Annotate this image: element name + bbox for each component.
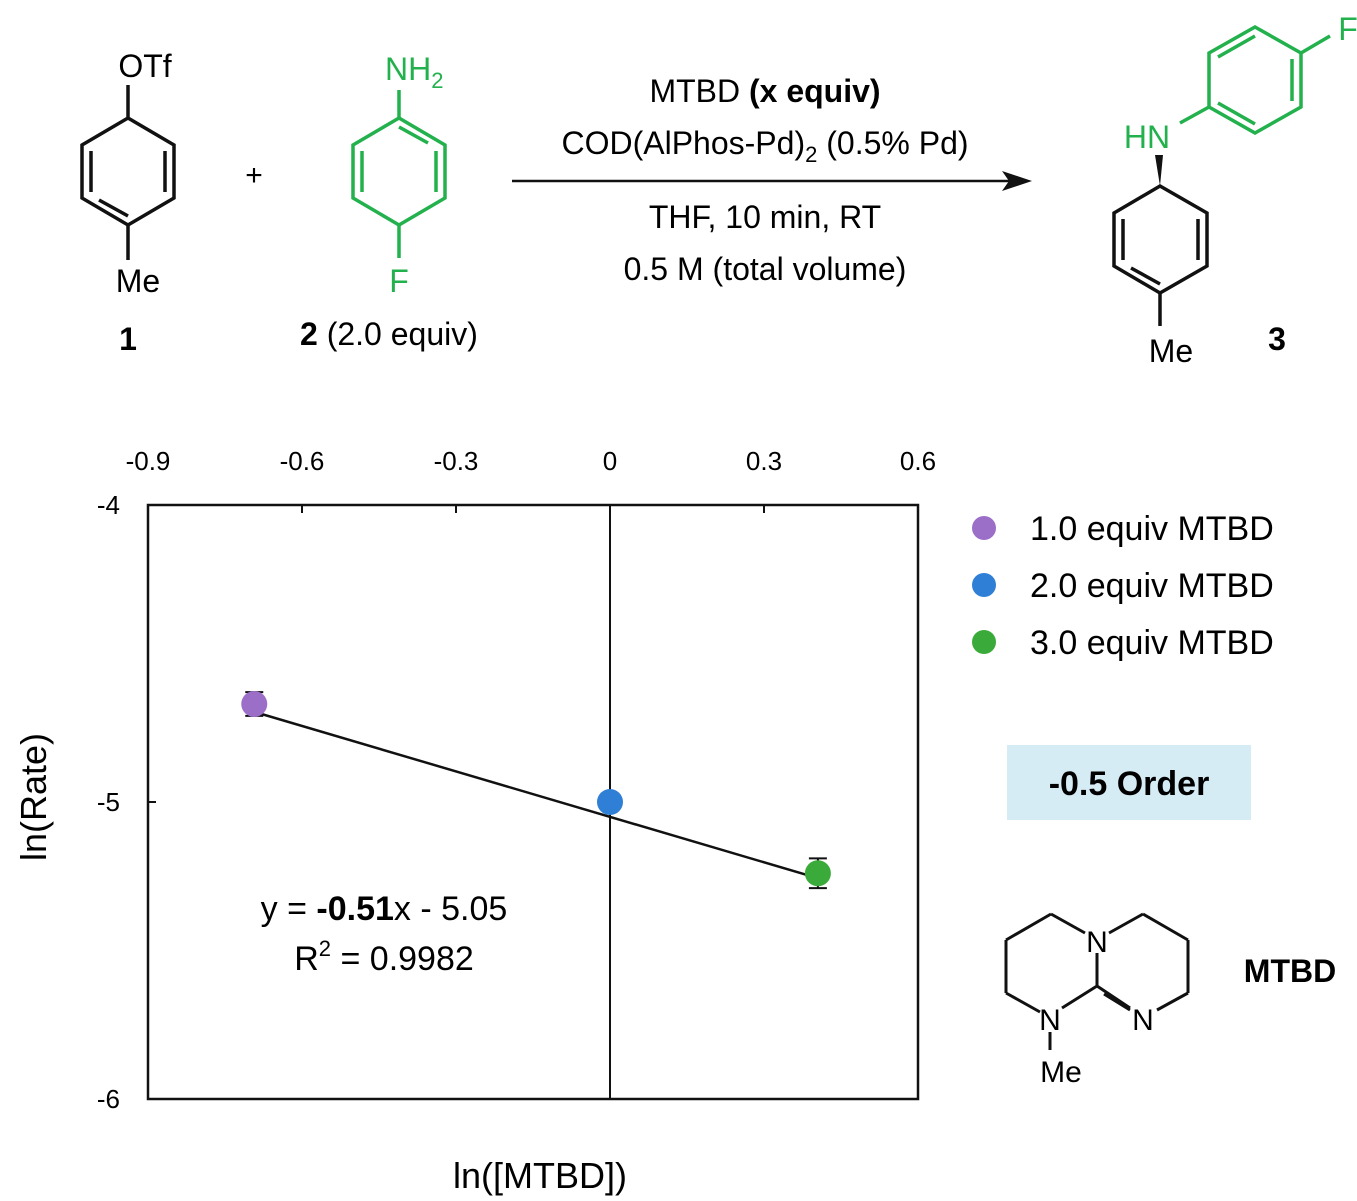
conditions-line-2: COD(AlPhos-Pd)2 (0.5% Pd)	[561, 125, 968, 167]
legend: 1.0 equiv MTBD 2.0 equiv MTBD 3.0 equiv MT…	[972, 510, 1274, 662]
mtbd-n-bottom-left: N	[1039, 1004, 1061, 1037]
conditions-line-3: THF, 10 min, RT	[649, 199, 881, 235]
reaction-scheme: OTf Me 1 + NH2 F 2 (2.0 equiv) MTBD (x e…	[80, 11, 1357, 369]
legend-marker	[972, 573, 996, 597]
conditions-catalyst: COD(AlPhos-Pd)	[561, 125, 805, 161]
conditions-line-4: 0.5 M (total volume)	[624, 251, 907, 287]
mtbd-bonds	[1004, 912, 1190, 1050]
reactant-2-f-label: F	[389, 263, 409, 299]
reactant-1-otf-label: OTf	[118, 48, 171, 84]
product-hn-label: HN	[1124, 119, 1170, 155]
fit-eq-prefix: y =	[261, 890, 317, 928]
conditions-catalyst-subscript: 2	[805, 142, 817, 167]
mtbd-structure: N N N Me MTBD	[1004, 912, 1336, 1089]
y-axis-label: ln(Rate)	[13, 733, 54, 861]
fit-equation: y = -0.51x - 5.05	[261, 890, 508, 928]
reactant-2-nh-subscript: 2	[431, 68, 443, 93]
reactant-2-equiv: (2.0 equiv)	[327, 316, 478, 352]
reactant-2-caption: 2 (2.0 equiv)	[300, 316, 478, 352]
chart: -0.9 -0.6 -0.3 0 0.3 0.6 -4 -5 -6 y = -0.51x - …	[13, 446, 1274, 1196]
order-label: -0.5 Order	[1049, 765, 1210, 803]
order-box	[1007, 745, 1251, 820]
mtbd-name: MTBD	[1244, 953, 1336, 989]
reactant-1-me-label: Me	[116, 263, 160, 299]
y-tick-label: -4	[97, 490, 120, 520]
fit-r-value: = 0.9982	[331, 940, 474, 978]
x-tick-label: -0.9	[126, 446, 171, 476]
fit-r-superscript: 2	[319, 936, 331, 961]
y-tick-label: -6	[97, 1084, 120, 1114]
x-axis-ticks: -0.9 -0.6 -0.3 0 0.3 0.6	[126, 446, 936, 513]
fit-r-squared: R2 = 0.9982	[294, 936, 474, 978]
product-wedge-bond	[1155, 155, 1163, 186]
product-me-label: Me	[1149, 333, 1193, 369]
mtbd-n-top: N	[1086, 926, 1108, 959]
fit-eq-slope: -0.51	[316, 890, 394, 928]
product-number: 3	[1268, 321, 1286, 357]
fit-line	[253, 710, 819, 880]
y-axis-ticks: -4 -5 -6	[97, 490, 156, 1114]
data-point	[804, 860, 831, 887]
conditions-reagent: MTBD	[649, 73, 749, 109]
plus-sign: +	[245, 159, 263, 192]
legend-label: 2.0 equiv MTBD	[1030, 567, 1274, 605]
reactant-2-spacer	[318, 316, 327, 352]
x-tick-label: -0.6	[280, 446, 325, 476]
plot-frame	[146, 503, 920, 1101]
fit-eq-suffix: x - 5.05	[394, 890, 507, 928]
legend-marker	[972, 516, 996, 540]
product-aryl-ring-black	[1112, 183, 1209, 326]
reactant-1-structure	[80, 85, 176, 260]
legend-label: 1.0 equiv MTBD	[1030, 510, 1274, 548]
product-aryl-ring-green	[1179, 24, 1331, 136]
mtbd-n-bottom-right: N	[1132, 1004, 1154, 1037]
fit-r-label: R	[294, 940, 319, 978]
data-point	[597, 789, 623, 815]
reactant-2-number: 2	[300, 316, 318, 352]
legend-label: 3.0 equiv MTBD	[1030, 624, 1274, 662]
x-axis-label: ln([MTBD])	[453, 1155, 627, 1196]
y-tick-label: -5	[97, 787, 120, 817]
x-tick-label: 0.6	[900, 446, 936, 476]
data-points	[241, 690, 831, 890]
reactant-2-nh-text: NH	[385, 51, 431, 87]
mtbd-me-label: Me	[1040, 1056, 1082, 1089]
conditions-equiv: (x equiv)	[749, 73, 881, 109]
reactant-2-nh2-label: NH2	[385, 51, 443, 93]
conditions-loading: (0.5% Pd)	[817, 125, 968, 161]
reaction-arrow	[512, 171, 1032, 191]
product-f-label: F	[1338, 11, 1357, 47]
x-tick-label: -0.3	[434, 446, 479, 476]
x-tick-label: 0.3	[746, 446, 782, 476]
x-tick-label: 0	[603, 446, 617, 476]
conditions-line-1: MTBD (x equiv)	[649, 73, 880, 109]
legend-marker	[972, 630, 996, 654]
reactant-2-structure	[351, 90, 447, 258]
reactant-1-number: 1	[119, 321, 137, 357]
data-point	[241, 690, 268, 717]
